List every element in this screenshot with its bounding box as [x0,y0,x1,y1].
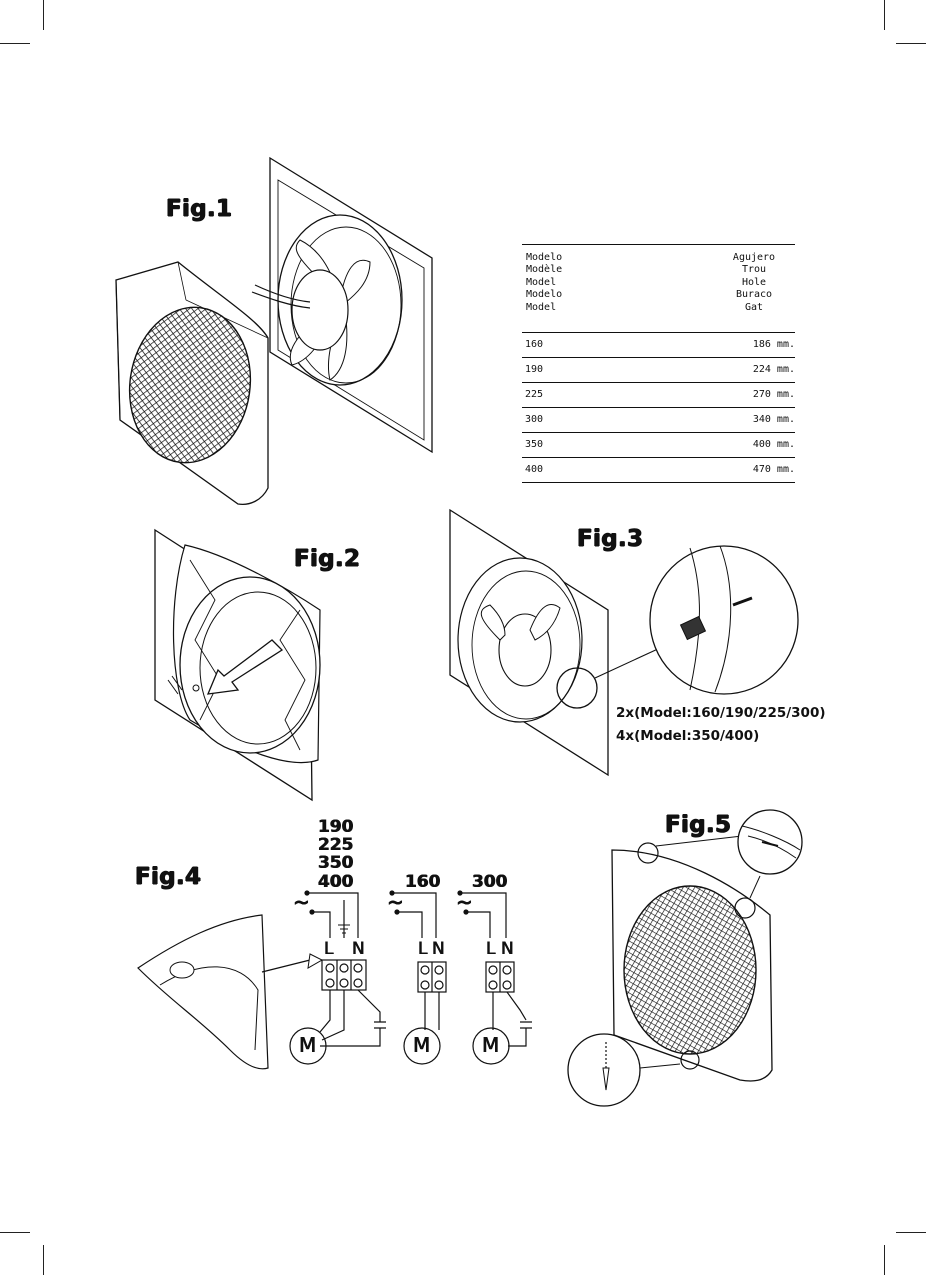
fig5-front-grille-illustration [0,0,926,1275]
